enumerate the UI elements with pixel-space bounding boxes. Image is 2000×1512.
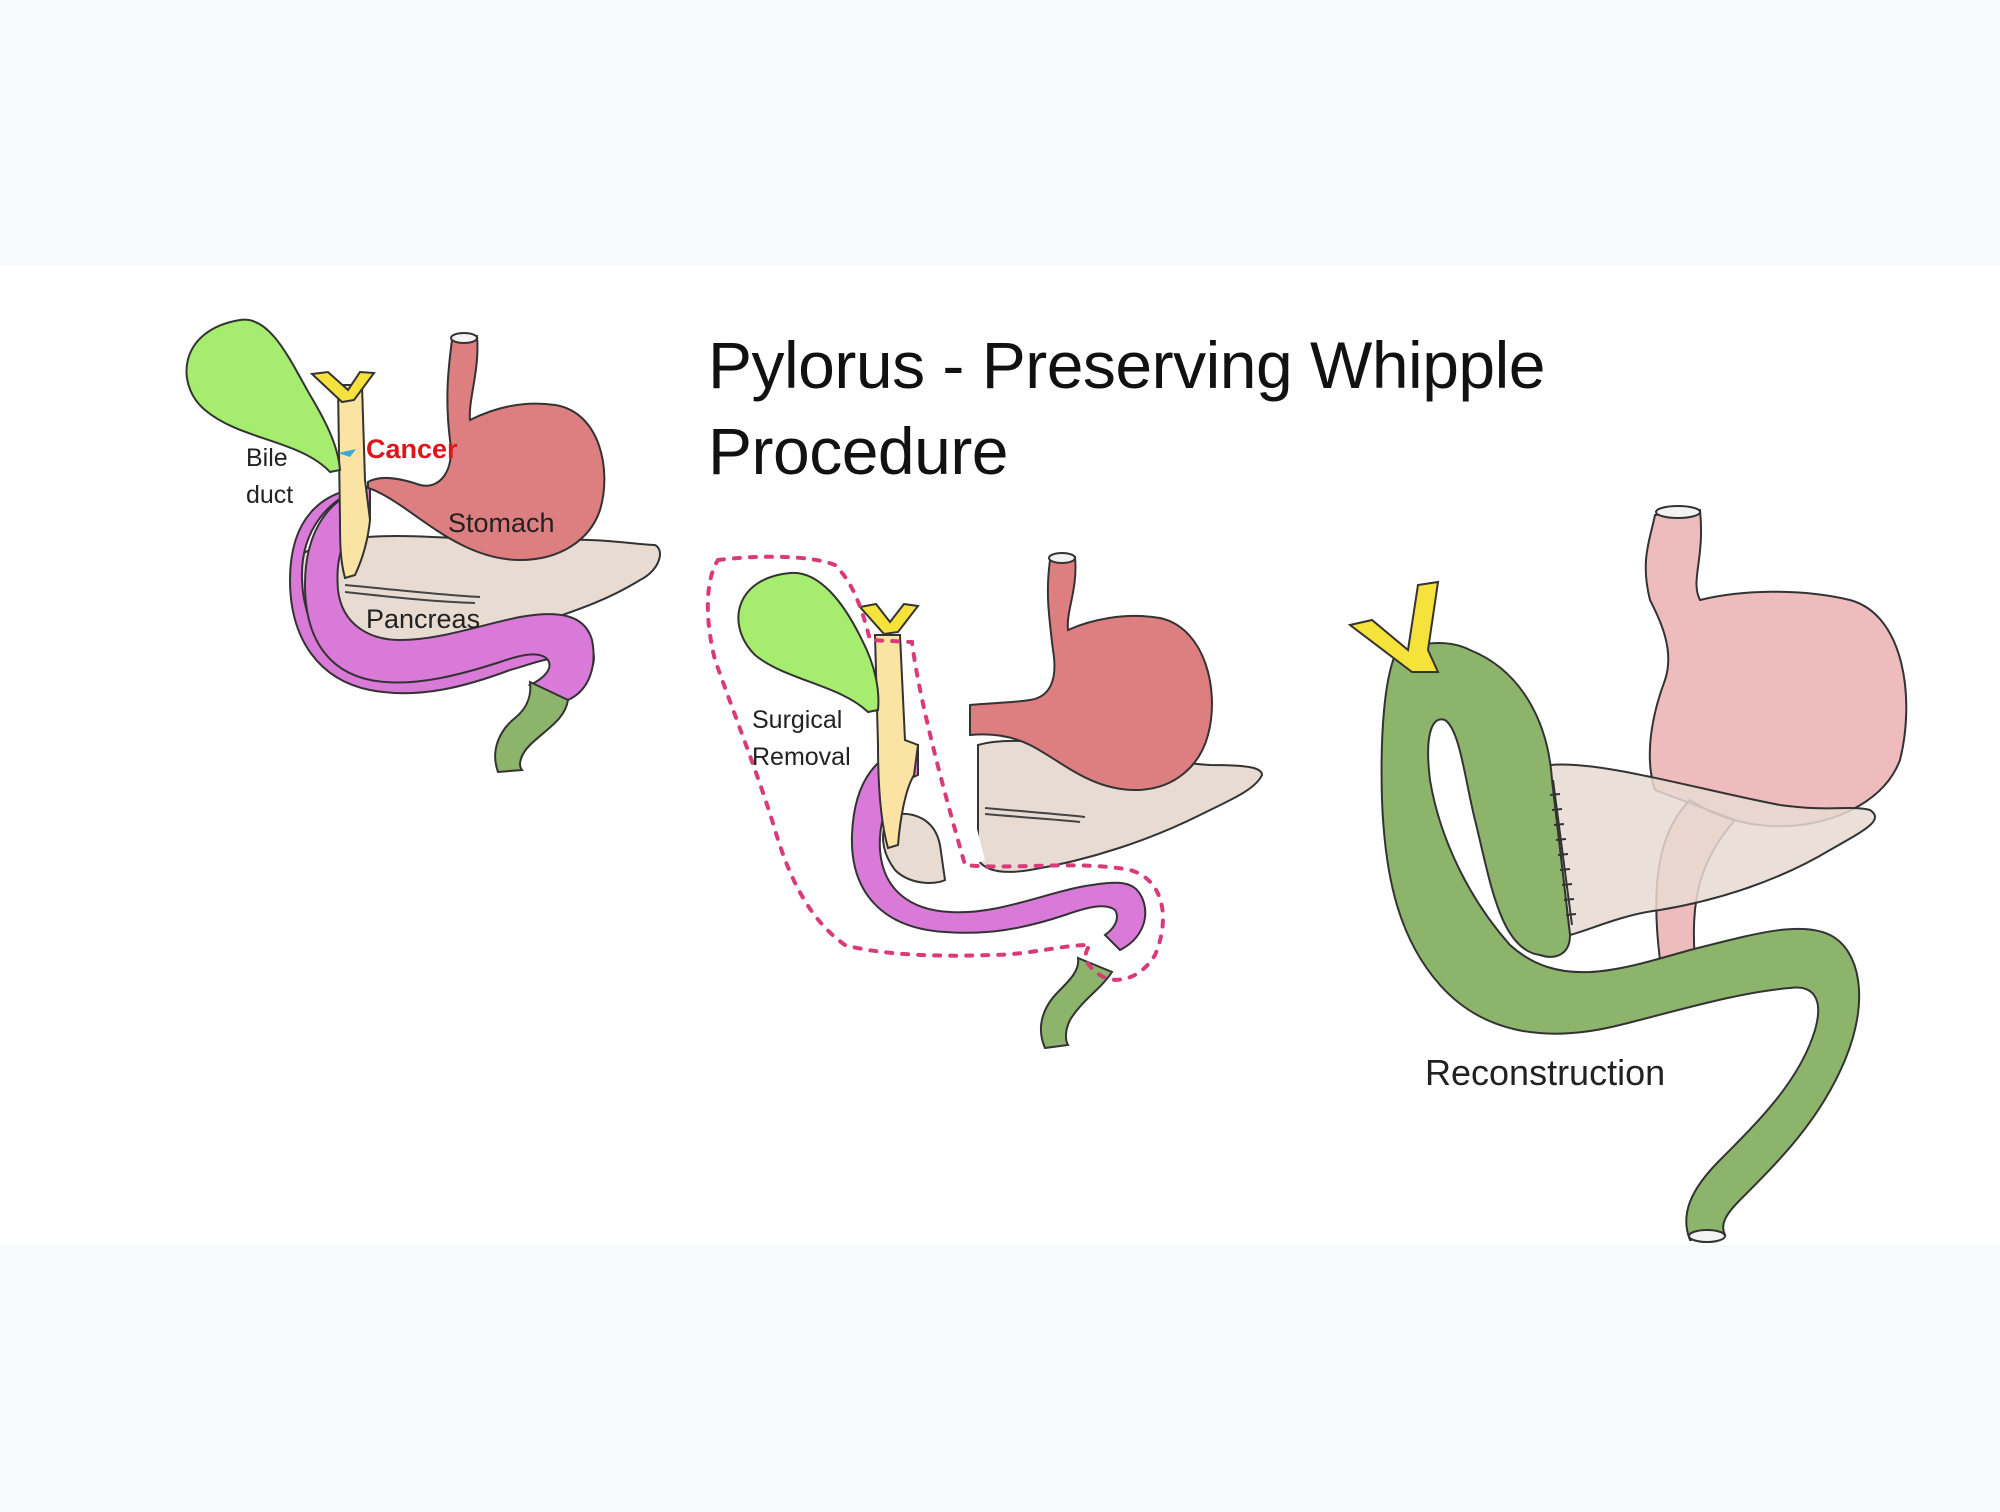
pancreas-label: Pancreas bbox=[366, 604, 481, 634]
bile-duct-label: Bile duct bbox=[246, 444, 294, 509]
pancreatic-duct-lines bbox=[344, 584, 481, 604]
mid-stomach-shape bbox=[969, 555, 1213, 792]
jejunal-loop-shape bbox=[1380, 642, 1861, 1242]
page-title: Pylorus - Preserving Whipple Procedure bbox=[708, 322, 1688, 494]
cancer-label: Cancer bbox=[366, 434, 458, 464]
surgical-removal-group bbox=[705, 552, 1264, 1050]
removal-boundary-dashed bbox=[705, 554, 1165, 982]
reconstructed-esophagus-opening bbox=[1655, 505, 1701, 519]
reconstruction-label: Reconstruction bbox=[1425, 1052, 1666, 1093]
bile-duct-shape bbox=[336, 384, 372, 580]
reconstruction-group bbox=[1347, 505, 1908, 1243]
stomach-shape bbox=[367, 334, 606, 562]
removed-duodenum-shape bbox=[850, 743, 1147, 952]
anastomosis-suture-line bbox=[1552, 779, 1573, 926]
suture-ticks bbox=[1549, 793, 1577, 916]
mid-gallbladder-shape bbox=[737, 571, 880, 714]
pancreatic-duct-lines-mid bbox=[984, 807, 1086, 823]
jejunum-shape bbox=[494, 680, 570, 774]
mid-esophagus-opening bbox=[1048, 552, 1076, 564]
mid-jejunum-shape bbox=[1040, 956, 1114, 1050]
original-anatomy-group bbox=[185, 318, 661, 774]
reconstructed-pancreas-shape bbox=[1548, 763, 1877, 937]
reconstructed-hepatic-duct bbox=[1347, 580, 1440, 673]
removed-bile-duct bbox=[873, 634, 920, 850]
gallbladder-shape bbox=[185, 318, 342, 474]
stomach-label: Stomach bbox=[448, 508, 555, 538]
tumor-marker-icon bbox=[338, 449, 356, 457]
surgical-removal-label: Surgical Removal bbox=[752, 706, 851, 771]
esophagus-opening bbox=[450, 332, 478, 344]
jejunum-opening bbox=[1688, 1229, 1726, 1243]
hepatic-duct-shape bbox=[309, 370, 376, 404]
resection-cut-line bbox=[920, 705, 985, 870]
mid-hepatic-duct bbox=[858, 602, 920, 636]
title-text: Pylorus - Preserving Whipple Procedure bbox=[708, 328, 1545, 488]
